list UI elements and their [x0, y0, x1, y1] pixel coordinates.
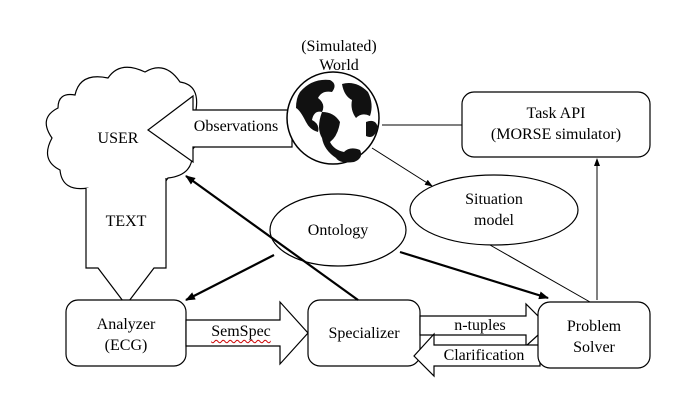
ontology-to-analyzer-arrow	[185, 254, 275, 301]
ntuples-arrow	[419, 302, 549, 348]
semspec-arrow	[185, 300, 309, 366]
world-label-line1: (Simulated)	[301, 38, 377, 55]
semspec-text: SemSpec	[211, 323, 271, 340]
clarification-arrow	[413, 332, 541, 378]
globe-icon	[286, 71, 380, 165]
world-label-line2: World	[319, 57, 359, 74]
situation-to-solver-line	[489, 244, 591, 303]
ntuples-label: n-tuples	[454, 317, 506, 334]
task-api-label-line1: Task API	[526, 105, 586, 122]
task-api-box	[461, 91, 651, 158]
problem-solver-label-line2: Solver	[573, 339, 615, 356]
user-label: USER	[97, 130, 139, 147]
ontology-ellipse	[269, 193, 407, 267]
situation-model-label-line2: model	[474, 212, 514, 229]
task-api-label-line2: (MORSE simulator)	[490, 126, 622, 143]
text-label: TEXT	[105, 213, 147, 230]
specializer-label: Specializer	[328, 325, 400, 342]
clarification-label: Clarification	[443, 347, 525, 364]
analyzer-label-line1: Analyzer	[96, 316, 156, 333]
world-to-situation-arrow	[371, 147, 433, 187]
situation-model-ellipse	[409, 174, 579, 246]
text-arrow	[85, 178, 167, 306]
observations-label: Observations	[193, 118, 279, 135]
specializer-to-user-arrow	[185, 175, 359, 301]
observations-arrow	[146, 94, 293, 164]
ontology-label: Ontology	[307, 222, 369, 239]
problem-solver-label-line1: Problem	[566, 318, 622, 335]
ontology-to-solver-arrow	[399, 250, 549, 300]
user-cloud	[45, 66, 203, 198]
problem-solver-box	[537, 301, 651, 369]
semspec-label: SemSpec	[196, 323, 286, 341]
situation-model-label-line1: Situation	[465, 191, 523, 208]
analyzer-label-line2: (ECG)	[104, 337, 148, 354]
